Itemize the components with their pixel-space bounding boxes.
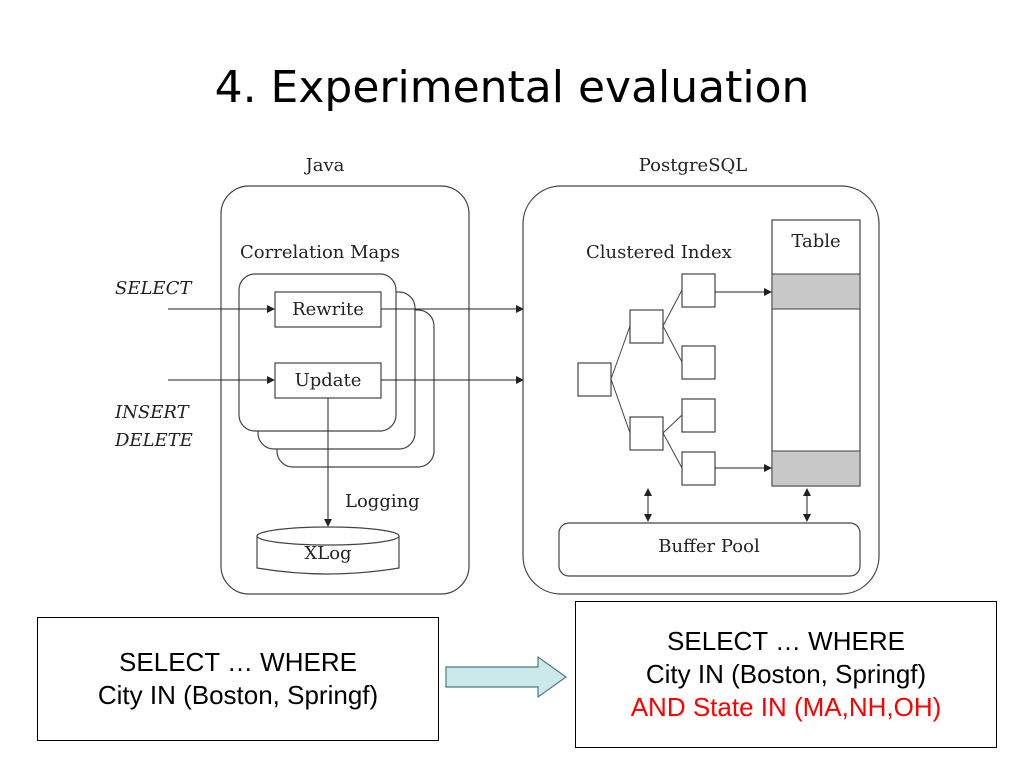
rewrite-label: Rewrite <box>292 299 364 320</box>
java-container <box>220 185 470 595</box>
logging-label: Logging <box>345 491 420 512</box>
rewritten-query-line-2: City IN (Boston, Springf) <box>645 659 927 689</box>
xlog-cylinder <box>256 536 400 575</box>
update-box <box>274 362 382 399</box>
table-label: Table <box>791 231 840 252</box>
rewritten-query-box: SELECT … WHERE City IN (Boston, Springf)… <box>575 601 997 748</box>
table-box <box>771 219 861 487</box>
select-input-label: SELECT <box>115 278 193 299</box>
table-shaded-row-bottom <box>771 450 861 487</box>
rewrite-block-arrow <box>445 655 568 699</box>
xlog-cylinder-top <box>256 526 400 546</box>
insert-input-label: INSERT <box>114 402 191 423</box>
table-shaded-row-top <box>771 273 861 310</box>
index-mid-node-top <box>629 309 664 344</box>
original-query-line-2: City IN (Boston, Springf) <box>97 680 379 710</box>
index-mid-node-bottom <box>629 416 664 451</box>
update-label: Update <box>295 370 362 391</box>
buffer-pool-box <box>558 522 861 577</box>
rewritten-query-line-1: SELECT … WHERE <box>667 626 905 656</box>
correlation-maps-label: Correlation Maps <box>240 242 400 263</box>
clustered-index-label: Clustered Index <box>586 242 732 263</box>
java-label: Java <box>304 155 345 176</box>
index-root-node <box>577 362 612 397</box>
index-leaf-node-2 <box>681 345 716 380</box>
index-leaf-node-4 <box>681 451 716 486</box>
original-query-line-1: SELECT … WHERE <box>119 647 357 677</box>
index-leaf-node-1 <box>681 273 716 308</box>
postgresql-label: PostgreSQL <box>639 155 748 176</box>
index-leaf-node-3 <box>681 398 716 433</box>
original-query-box: SELECT … WHERE City IN (Boston, Springf) <box>37 617 439 741</box>
slide-title: 4. Experimental evaluation <box>214 62 810 113</box>
rewritten-query-line-3: AND State IN (MA,NH,OH) <box>630 692 942 722</box>
postgresql-container <box>522 185 880 595</box>
index-tree-edges <box>610 289 683 469</box>
buffer-pool-label: Buffer Pool <box>658 536 760 557</box>
delete-input-label: DELETE <box>114 430 193 451</box>
xlog-label: XLog <box>304 543 351 564</box>
